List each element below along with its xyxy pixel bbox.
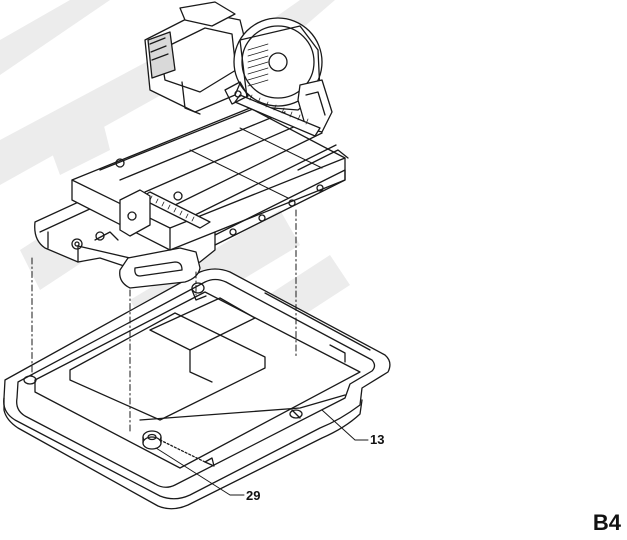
callout-29: 29: [246, 488, 260, 503]
water-tray: [4, 269, 390, 509]
callout-13: 13: [370, 432, 384, 447]
saw-assembly: [35, 2, 348, 288]
figure-label: B4: [593, 510, 621, 536]
